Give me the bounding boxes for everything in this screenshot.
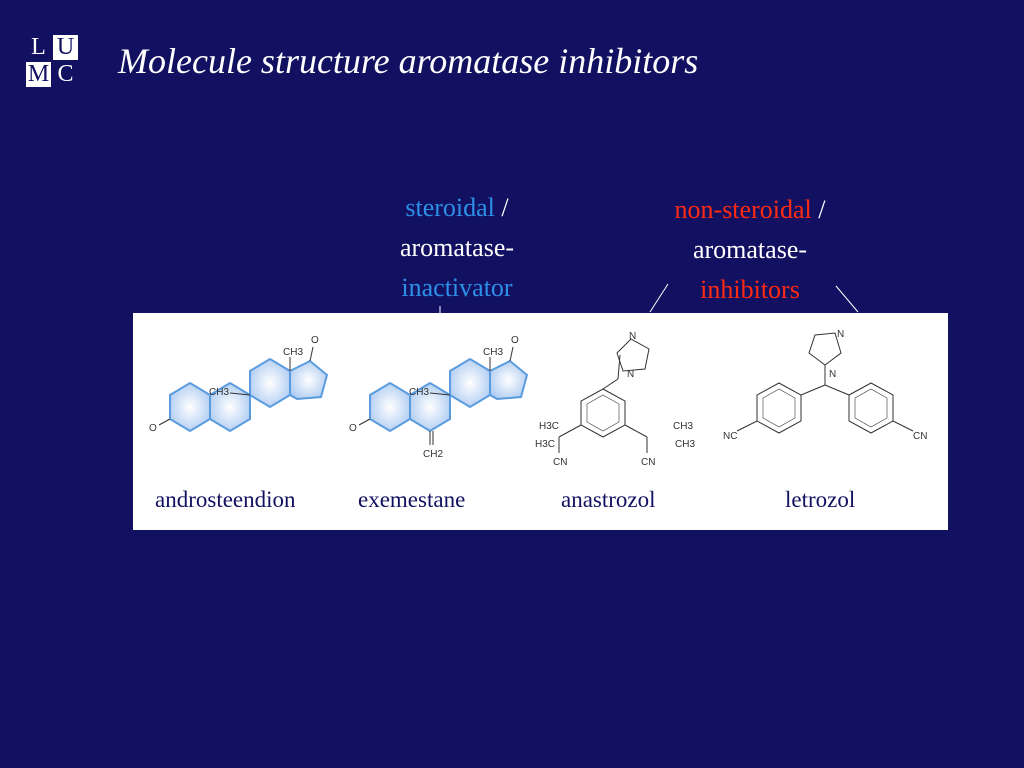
atom-n-2: N <box>829 369 836 380</box>
atom-n-1: N <box>837 329 844 340</box>
molecule-name-letrozol: letrozol <box>785 487 856 512</box>
steroidal-slash: / <box>494 193 509 222</box>
molecule-name-androsteendion: androsteendion <box>155 487 296 512</box>
molecule-name-anastrozol: anastrozol <box>561 487 656 512</box>
ring-d <box>489 359 529 401</box>
triazole-ring <box>808 332 842 366</box>
logo-letter-m: M <box>26 61 51 87</box>
atom-o-1: O <box>311 335 319 346</box>
anastrozol-structure: N N H3C H3C CH3 CH3 CN CN <box>535 331 695 468</box>
steroidal-label: steroidal / aromatase- inactivator <box>352 188 562 308</box>
atom-o-1: O <box>511 335 519 346</box>
nonsteroidal-connector-left <box>649 283 669 313</box>
slide-title: Molecule structure aromatase inhibitors <box>118 41 699 81</box>
ring-b <box>409 381 451 433</box>
nonsteroidal-label-line3: inhibitors <box>700 275 800 304</box>
logo-letter-c: C <box>57 61 74 87</box>
atom-ch3-a: CH3 <box>483 347 503 358</box>
androsteendion-structure: CH3 CH3 O O <box>149 335 329 434</box>
benzene-ring <box>580 388 626 438</box>
atom-ch3-4: CH3 <box>675 439 695 450</box>
ring-a <box>169 381 211 433</box>
steroidal-type-word: steroidal <box>405 193 495 222</box>
atom-ch3-b: CH3 <box>209 387 229 398</box>
atom-ch3-b: CH3 <box>409 387 429 398</box>
left-benzene-ring <box>756 382 802 434</box>
nonsteroidal-label-line1: non-steroidal / <box>630 190 870 230</box>
atom-h3c-2: H3C <box>535 439 555 450</box>
steroidal-label-line2: aromatase- <box>399 233 515 262</box>
ring-a <box>369 381 411 433</box>
letrozol-structure: N N NC CN <box>723 329 927 442</box>
nonsteroidal-type-word: non-steroidal <box>674 195 812 224</box>
ring-c <box>249 357 291 409</box>
atom-cn-1: CN <box>553 457 567 468</box>
atom-cn-2: CN <box>641 457 655 468</box>
molecule-panel: CH3 CH3 O O CH3 CH3 O O CH2 N N <box>133 313 948 530</box>
nonsteroidal-label-line2: aromatase- <box>692 235 808 264</box>
atom-cn: CN <box>913 431 927 442</box>
atom-ch3-a: CH3 <box>283 347 303 358</box>
atom-nc: NC <box>723 431 737 442</box>
logo-letter-u: U <box>53 35 78 60</box>
atom-ch2: CH2 <box>423 449 443 460</box>
nonsteroidal-label: non-steroidal / aromatase- inhibitors <box>630 190 870 310</box>
atom-ch3-3: CH3 <box>673 421 693 432</box>
nonsteroidal-connector-right <box>835 285 859 313</box>
steroidal-label-line1: steroidal / <box>352 188 562 228</box>
triazole-ring <box>616 338 650 372</box>
atom-h3c-1: H3C <box>539 421 559 432</box>
atom-n-1: N <box>629 331 636 342</box>
steroidal-label-line3: inactivator <box>401 273 513 302</box>
ring-d <box>289 359 329 401</box>
ring-c <box>449 357 491 409</box>
right-benzene-ring <box>848 382 894 434</box>
atom-n-2: N <box>627 369 634 380</box>
atom-o-2: O <box>349 423 357 434</box>
ring-b <box>209 381 251 433</box>
molecule-name-exemestane: exemestane <box>358 487 466 512</box>
exemestane-structure: CH3 CH3 O O CH2 <box>349 335 529 460</box>
lumc-logo: L U M C <box>26 35 78 87</box>
atom-o-2: O <box>149 423 157 434</box>
nonsteroidal-slash: / <box>811 195 826 224</box>
logo-letter-l: L <box>31 34 46 60</box>
